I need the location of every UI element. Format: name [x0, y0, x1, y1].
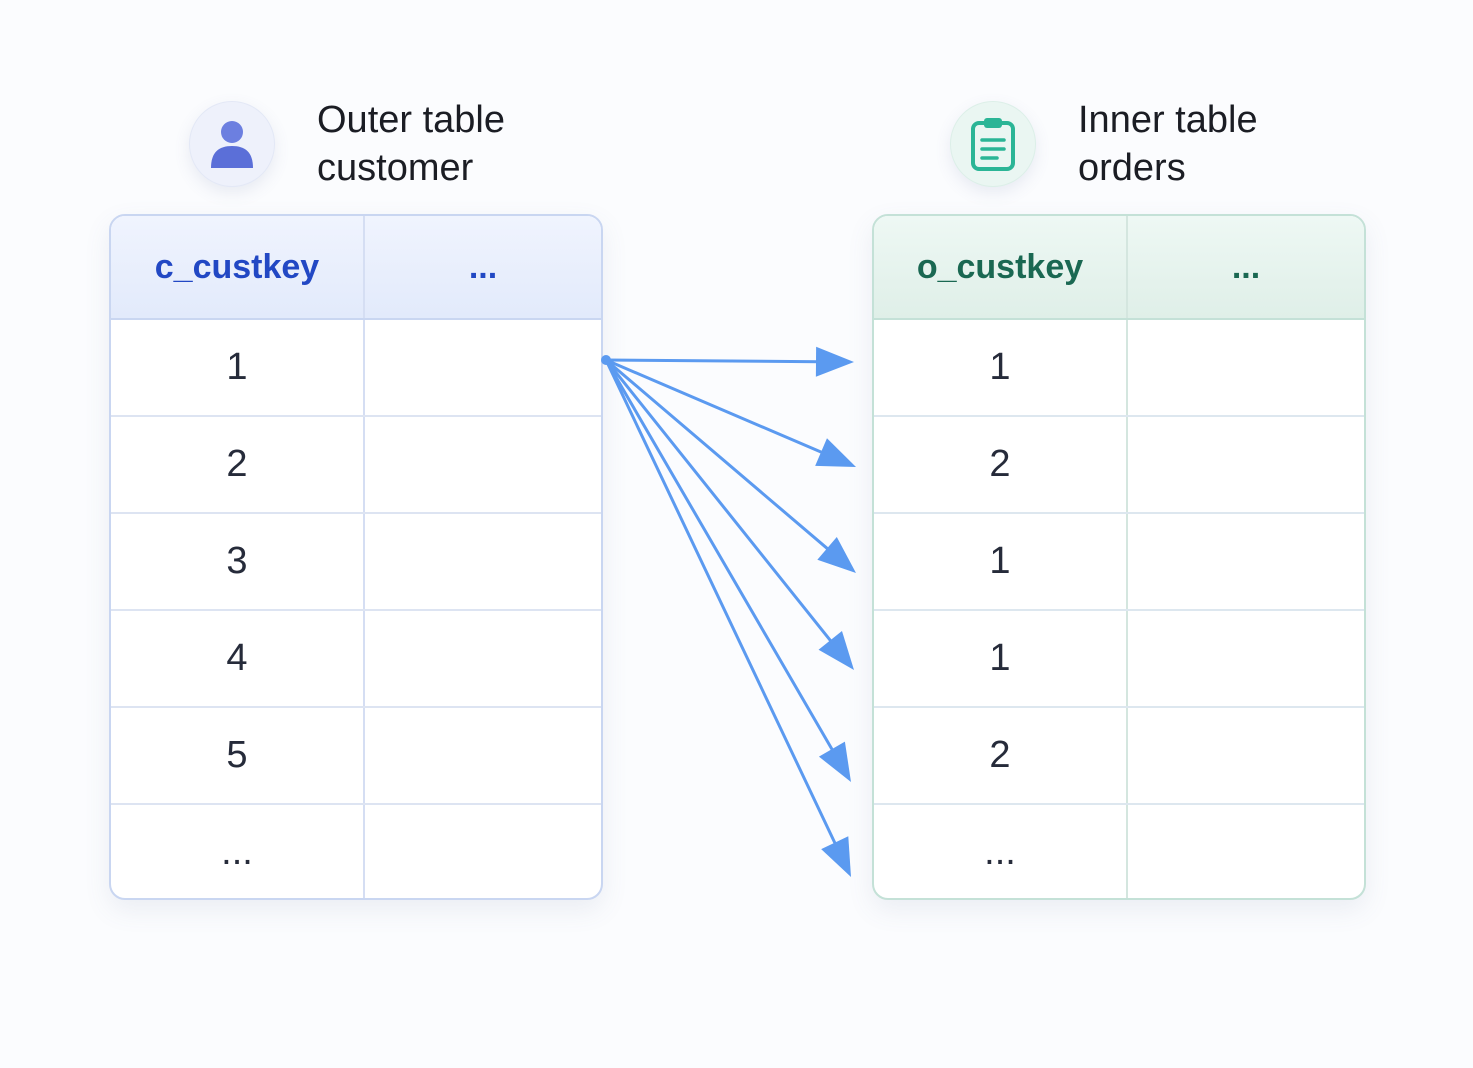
outer-header-key: c_custkey [111, 216, 365, 318]
outer-table-badge [189, 101, 275, 187]
arrow-line [604, 358, 822, 364]
arrow-origin-dot [601, 355, 611, 365]
outer-cell-key: 4 [111, 611, 365, 706]
inner-table-title: Inner table orders [950, 96, 1258, 192]
arrow-head [818, 741, 851, 782]
user-icon [211, 121, 253, 168]
outer-table: c_custkey ... 1 2 3 4 5 ... [109, 214, 603, 900]
inner-title-line1: Inner table [1078, 99, 1258, 141]
arrow-line [604, 358, 836, 755]
outer-title-line2: customer [317, 147, 474, 189]
inner-title-line2: orders [1078, 147, 1186, 189]
table-row: 2 [874, 417, 1364, 514]
arrow-head [815, 438, 856, 467]
arrow-head [818, 630, 854, 670]
outer-title-line1: Outer table [317, 99, 505, 141]
arrow-group [601, 346, 856, 877]
table-row: 2 [111, 417, 601, 514]
outer-cell-key: ... [111, 805, 365, 898]
table-row: 2 [874, 708, 1364, 805]
table-row: ... [874, 805, 1364, 898]
arrow-line [604, 358, 827, 456]
table-row: 3 [111, 514, 601, 611]
outer-cell-key: 3 [111, 514, 365, 609]
table-row: 1 [874, 514, 1364, 611]
inner-cell-key: ... [874, 805, 1128, 898]
table-row: ... [111, 805, 601, 898]
arrow-head [817, 536, 856, 573]
inner-cell-key: 1 [874, 320, 1128, 415]
inner-table-label: Inner table orders [1078, 96, 1258, 192]
arrow-line [604, 358, 835, 645]
table-row: 1 [874, 611, 1364, 708]
outer-cell-key: 5 [111, 708, 365, 803]
inner-cell-key: 2 [874, 708, 1128, 803]
outer-cell-key: 2 [111, 417, 365, 512]
table-row: 1 [874, 320, 1364, 417]
arrow-head [815, 346, 854, 377]
table-row: 5 [111, 708, 601, 805]
outer-table-label: Outer table customer [317, 96, 505, 192]
outer-header-more: ... [468, 247, 498, 286]
inner-cell-key: 1 [874, 611, 1128, 706]
inner-header-more: ... [1231, 247, 1261, 286]
inner-table-header: o_custkey ... [874, 216, 1364, 320]
arrow-line [604, 358, 832, 553]
outer-table-header: c_custkey ... [111, 216, 601, 320]
inner-table-badge [950, 101, 1036, 187]
table-row: 4 [111, 611, 601, 708]
outer-cell-key: 1 [111, 320, 365, 415]
inner-cell-key: 1 [874, 514, 1128, 609]
arrow-line [604, 358, 838, 848]
arrow-head [821, 836, 851, 877]
clipboard-icon [971, 118, 1015, 171]
table-row: 1 [111, 320, 601, 417]
outer-table-title: Outer table customer [189, 96, 505, 192]
inner-table: o_custkey ... 1 2 1 1 2 ... [872, 214, 1366, 900]
inner-header-key: o_custkey [874, 216, 1128, 318]
inner-cell-key: 2 [874, 417, 1128, 512]
